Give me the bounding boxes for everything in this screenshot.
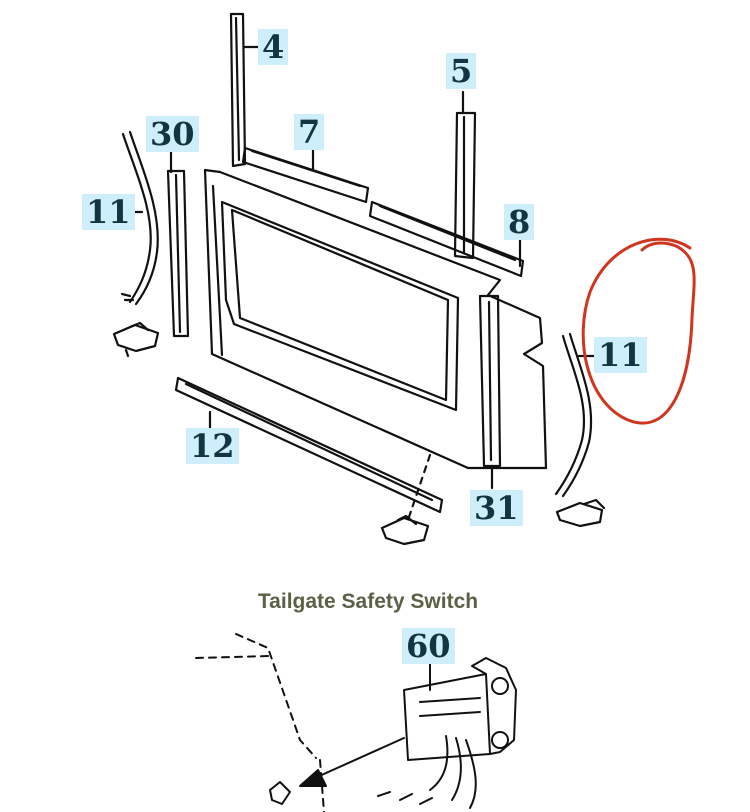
callout-8: 8 [504, 204, 535, 240]
switch-arrow [299, 737, 405, 787]
switch-wires [377, 735, 477, 809]
clip-right [555, 498, 606, 528]
part-11-right-seal [554, 332, 593, 498]
clip-left [112, 321, 160, 358]
clip-bottom [380, 514, 430, 546]
callout-31: 31 [470, 490, 523, 526]
callout-12: 12 [186, 428, 239, 464]
part-30-seal [166, 169, 190, 338]
callout-4: 4 [258, 29, 289, 65]
part-11-left-seal [120, 130, 159, 306]
part-8-seal [368, 200, 525, 278]
part-31-seal [478, 294, 502, 468]
switch-body [403, 657, 517, 761]
callout-7: 7 [294, 114, 325, 150]
part-4-seal [229, 12, 247, 168]
tailgate-panel [203, 168, 548, 470]
switch-mount-clip [269, 781, 291, 805]
callout-11-left: 11 [82, 194, 135, 230]
callout-5: 5 [446, 53, 477, 89]
section-title: Tailgate Safety Switch [257, 590, 479, 613]
callout-30: 30 [146, 116, 199, 152]
highlight-circle [581, 237, 696, 425]
callout-11-right: 11 [594, 337, 647, 373]
callout-60: 60 [402, 628, 455, 664]
part-12-seal [174, 376, 444, 514]
part-7-seal [241, 146, 370, 204]
